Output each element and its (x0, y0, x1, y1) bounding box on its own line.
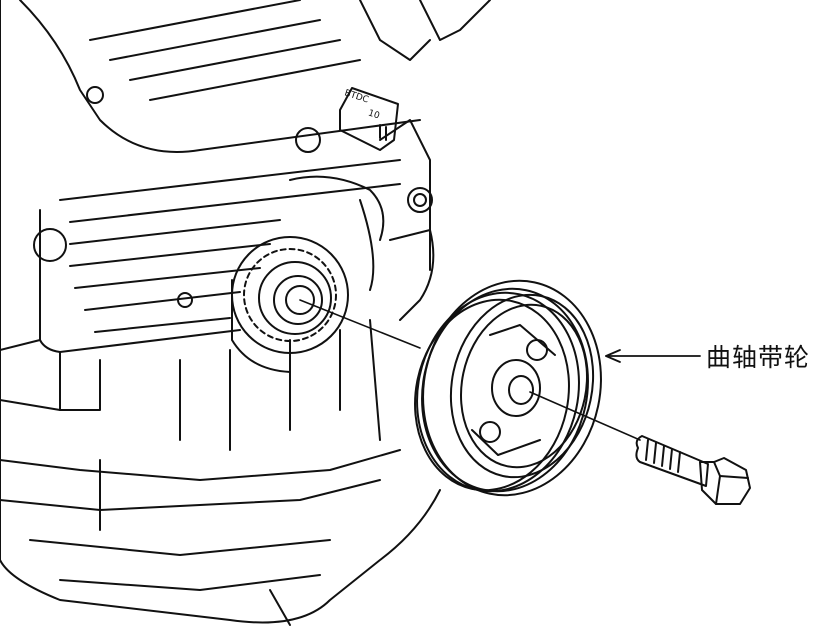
block-holes (33, 86, 433, 308)
callout-arrow (605, 349, 701, 363)
crankshaft-pulley-label: 曲轴带轮 (706, 343, 811, 372)
pulley-bolt (635, 435, 751, 505)
assembly-centerline (299, 299, 641, 441)
crankshaft-pulley (414, 279, 602, 497)
crankshaft-sprocket (231, 236, 349, 373)
engine-block (0, 0, 491, 626)
timing-mark-tag (339, 87, 399, 151)
